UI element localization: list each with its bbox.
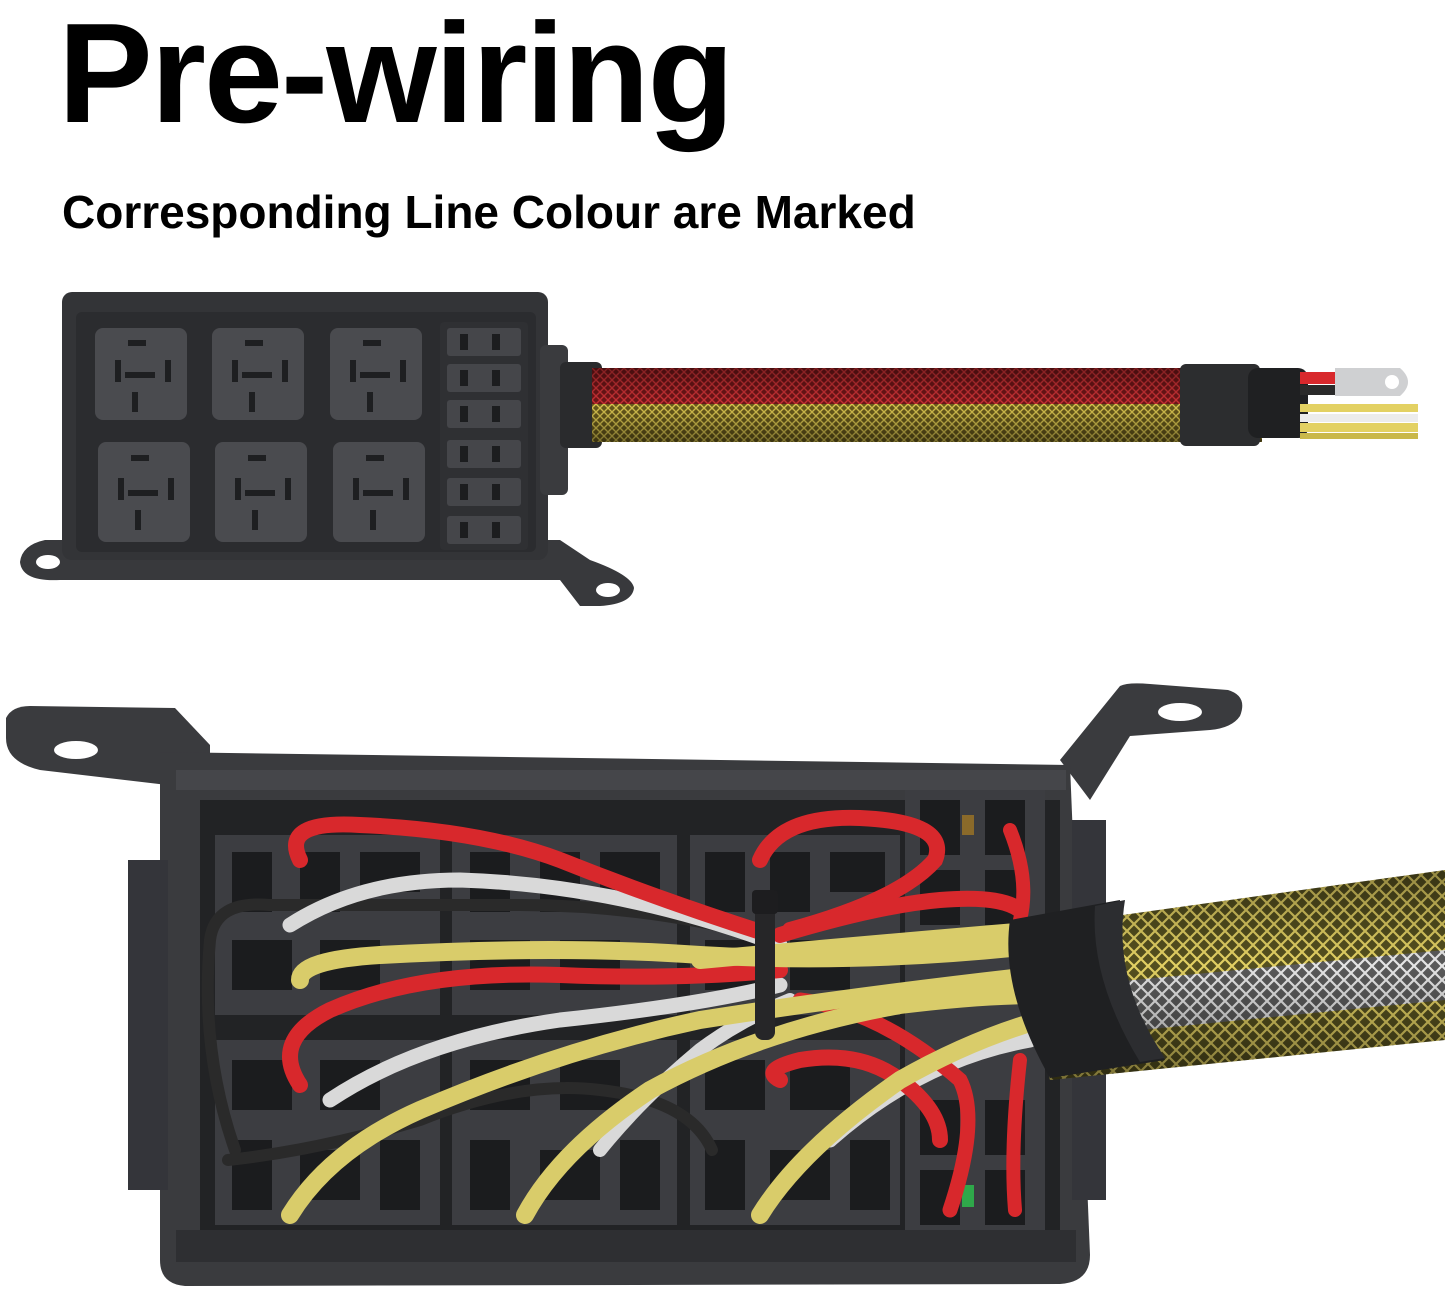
top-harness: [560, 362, 1418, 448]
bottom-fuse-box: [6, 683, 1445, 1286]
wires: [201, 809, 1049, 1224]
cable-tie: [752, 890, 778, 1040]
page-title: Pre-wiring: [58, 0, 734, 153]
bottom-harness: [1008, 870, 1445, 1080]
fuse-column: [440, 322, 528, 550]
top-fuse-box: [20, 292, 1418, 606]
page-subtitle: Corresponding Line Colour are Marked: [62, 186, 916, 238]
relay-grid: [95, 328, 425, 542]
